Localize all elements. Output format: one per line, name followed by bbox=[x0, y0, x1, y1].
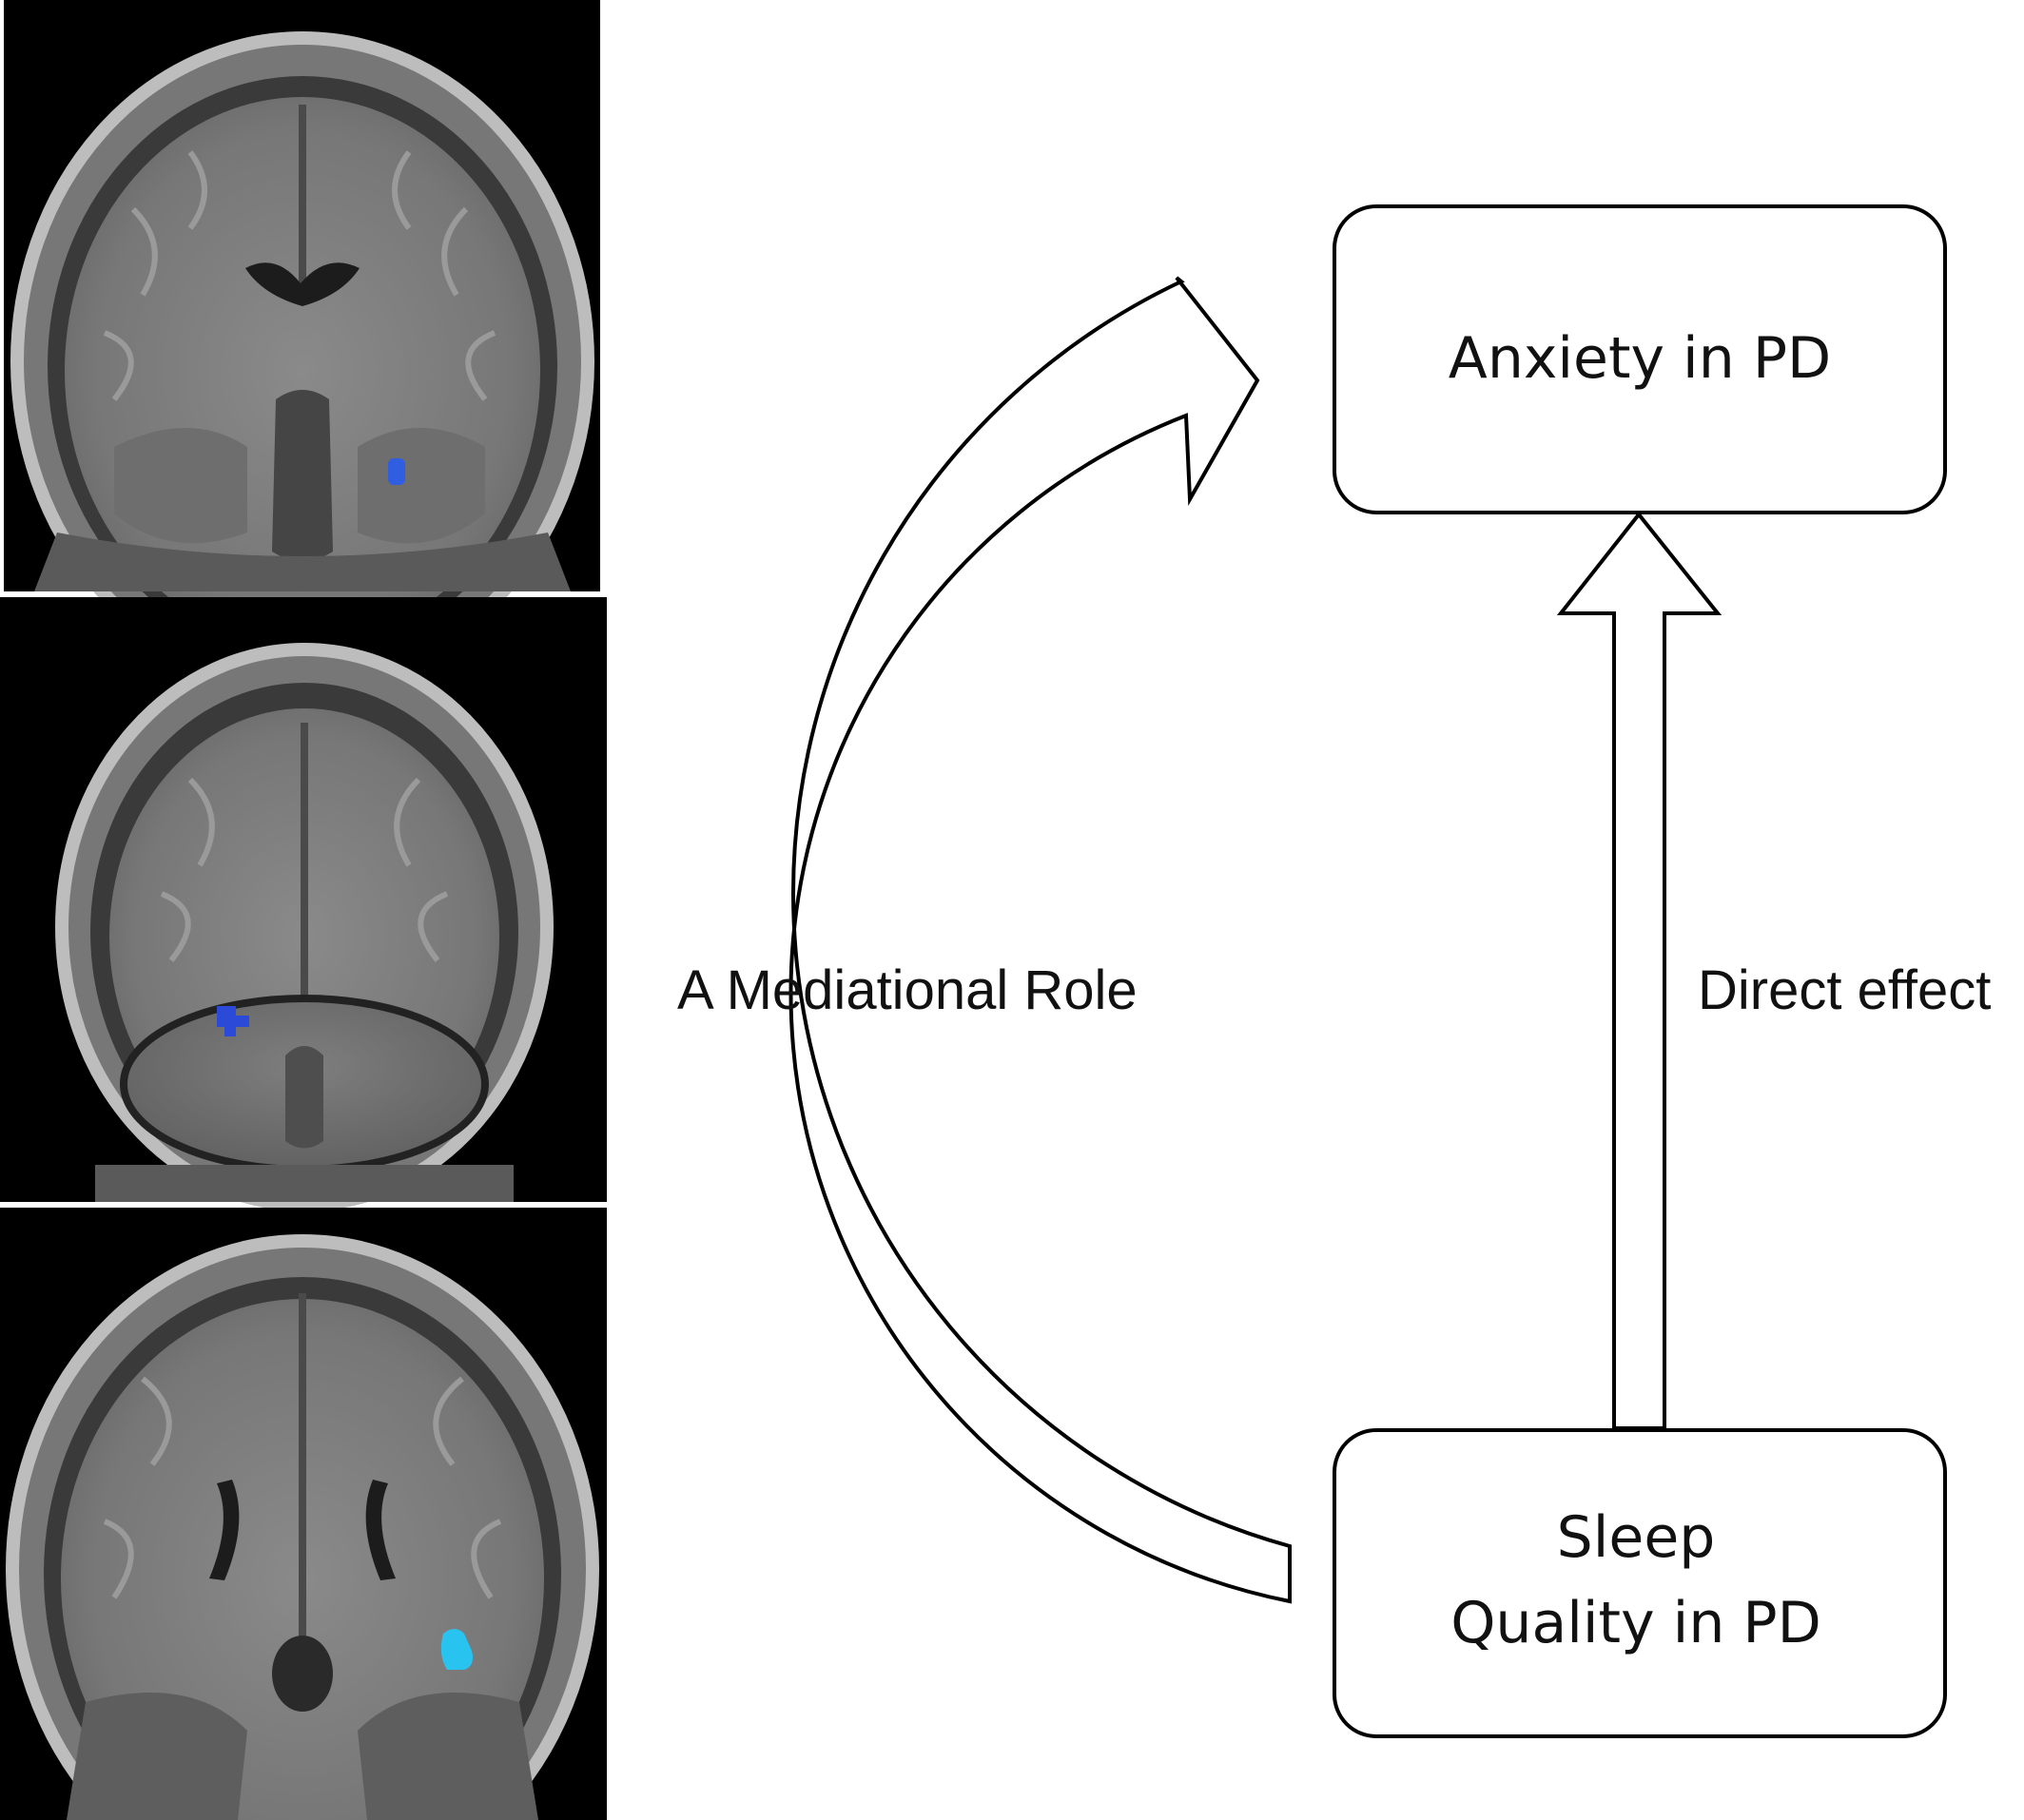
mri-panel-2-cluster bbox=[217, 1006, 249, 1036]
mri-panel-1-sulci bbox=[103, 150, 496, 401]
mri-panel-3-ventricles bbox=[209, 1480, 396, 1580]
mri-panel-1 bbox=[4, 0, 600, 691]
mri-panel-1-neck bbox=[34, 532, 571, 591]
sleep-quality-box bbox=[1333, 1428, 1947, 1738]
mri-panel-3-cluster bbox=[440, 1629, 473, 1670]
sleep-quality-label-line1: Sleep bbox=[1557, 1504, 1716, 1571]
direct-effect-label: Direct effect bbox=[1698, 959, 1991, 1021]
sleep-quality-node: Sleep Quality in PD bbox=[1333, 1428, 1947, 1738]
mri-panel-2-sulci bbox=[160, 777, 449, 962]
mri-panel-2-vermis bbox=[285, 1046, 323, 1149]
anxiety-node: Anxiety in PD bbox=[1333, 204, 1947, 514]
mri-panel-2-neck bbox=[95, 1165, 514, 1202]
anxiety-box bbox=[1333, 204, 1947, 514]
mediational-arrow bbox=[788, 276, 1292, 1604]
mri-panel-1-cluster bbox=[388, 458, 405, 485]
mri-panel-1-temporal-lobes bbox=[114, 428, 485, 544]
mri-panel-3-vermis-dark bbox=[272, 1636, 333, 1712]
mri-panel-3-temporal bbox=[67, 1693, 538, 1820]
mri-panel-3-sulci bbox=[103, 1376, 502, 1599]
direct-effect-arrow bbox=[1556, 511, 1722, 1430]
mri-panel-1-brainstem bbox=[272, 390, 333, 561]
sleep-quality-label-line2: Quality in PD bbox=[1450, 1590, 1821, 1656]
mri-panel-1-ventricles bbox=[245, 262, 360, 306]
mri-panel-2 bbox=[0, 597, 607, 1211]
mri-panel-3 bbox=[0, 1208, 607, 1820]
mediational-role-label: A Mediational Role bbox=[677, 959, 1138, 1021]
anxiety-label: Anxiety in PD bbox=[1449, 325, 1831, 392]
